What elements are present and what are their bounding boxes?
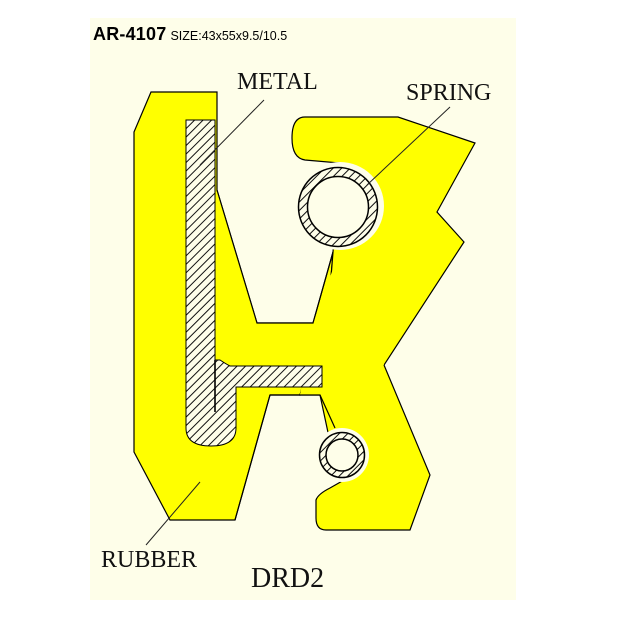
- metal-leader-line: [199, 99, 265, 166]
- size-spec: SIZE:43x55x9.5/10.5: [170, 29, 288, 43]
- part-code: AR-4107: [93, 24, 167, 44]
- model-label: DRD2: [251, 563, 325, 594]
- rubber-leader-line: [145, 481, 201, 546]
- spring-leader-line: [366, 106, 451, 186]
- metal-insert: [185, 119, 323, 447]
- rubber-label: RUBBER: [101, 547, 198, 573]
- spring-label: SPRING: [406, 80, 492, 106]
- small-spring: [318, 431, 366, 479]
- rubber-web: [216, 189, 384, 521]
- large-spring: [297, 166, 379, 248]
- metal-label: METAL: [237, 69, 318, 95]
